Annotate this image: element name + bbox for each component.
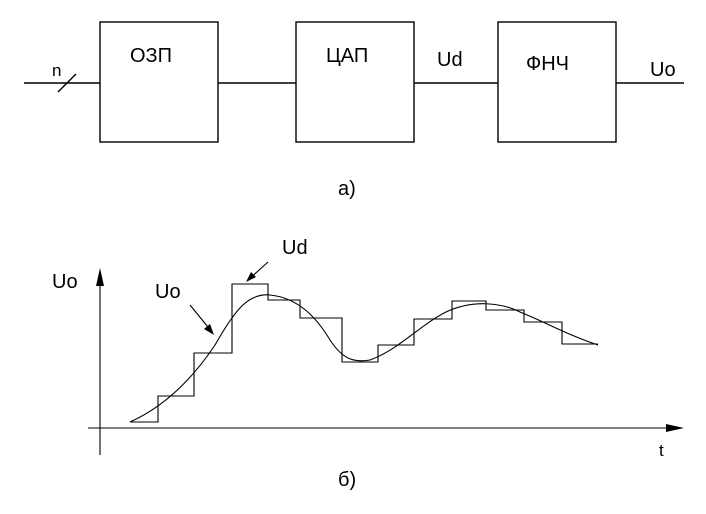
x-axis-arrow <box>666 424 684 432</box>
ram-block-label: ОЗП <box>130 45 172 67</box>
input-label: n <box>52 61 61 80</box>
stepped-signal-label: Ud <box>282 237 308 259</box>
smooth-signal-label: Uo <box>155 281 181 303</box>
lpf-block <box>497 21 617 143</box>
x-axis-label: t <box>659 441 664 460</box>
y-axis-arrow <box>96 268 104 286</box>
caption-b: б) <box>338 469 356 491</box>
dac-block <box>295 21 415 143</box>
smooth-signal-uo <box>129 294 599 423</box>
block-diagram: n ОЗП ЦАП Ud ФНЧ Uo а) <box>24 21 684 200</box>
ram-block <box>99 21 219 143</box>
bus-width-slash <box>57 73 77 93</box>
dac-block-label: ЦАП <box>326 45 368 67</box>
ud-callout-arrowhead <box>246 272 256 282</box>
uo-callout-arrowhead <box>204 324 214 335</box>
output-label: Uo <box>650 59 676 81</box>
y-axis-label: Uo <box>52 271 78 293</box>
signal-plot: Uo t Ud Uo б) <box>52 237 684 491</box>
caption-a: а) <box>338 178 356 200</box>
dac-output-label: Ud <box>437 49 463 71</box>
lpf-block-label: ФНЧ <box>526 53 569 75</box>
stepped-signal-ud <box>130 283 598 423</box>
